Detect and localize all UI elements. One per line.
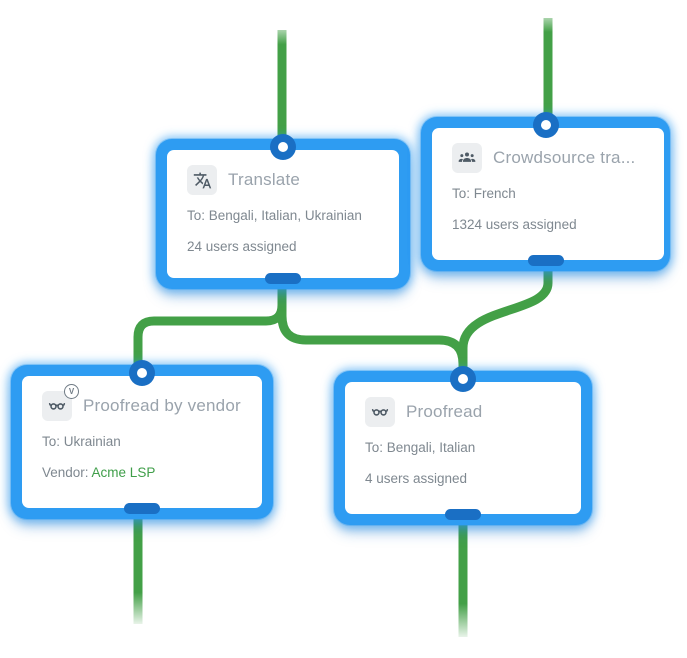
node-title: Translate: [228, 170, 301, 189]
node-users-assigned: 1324 users assigned: [452, 217, 577, 232]
node-card: Crowdsource tra... To: French 1324 users…: [432, 128, 664, 260]
output-port[interactable]: [527, 255, 564, 266]
glasses-vendor-icon: V: [42, 384, 79, 421]
node-title: Proofread by vendor: [83, 396, 241, 415]
node-title: Proofread: [406, 402, 483, 421]
node-card: Translate To: Bengali, Italian, Ukrainia…: [167, 150, 399, 278]
crowd-icon: [452, 143, 482, 173]
node-target-languages: To: Bengali, Italian: [365, 440, 476, 455]
input-port[interactable]: [450, 366, 476, 392]
input-port[interactable]: [270, 134, 296, 160]
input-port[interactable]: [532, 112, 559, 138]
vendor-badge: V: [64, 384, 79, 399]
output-port[interactable]: [265, 273, 301, 284]
input-port[interactable]: [129, 360, 155, 386]
output-port[interactable]: [124, 503, 160, 514]
translate-icon: [187, 165, 217, 195]
workflow-node-crowdsource[interactable]: Crowdsource tra... To: French 1324 users…: [421, 112, 670, 271]
node-vendor-row: Vendor: Acme LSP: [42, 465, 244, 480]
node-users-assigned: 4 users assigned: [365, 471, 468, 486]
node-target-languages: To: Ukrainian: [42, 434, 121, 449]
workflow-node-proofread[interactable]: Proofread To: Bengali, Italian 4 users a…: [334, 366, 592, 525]
connector-crowdsource-to-proofread: [458, 256, 553, 386]
glasses-icon: [365, 397, 395, 427]
node-target-languages: To: Bengali, Italian, Ukrainian: [187, 208, 362, 223]
node-users-assigned: 24 users assigned: [187, 239, 297, 254]
vendor-link[interactable]: Acme LSP: [91, 465, 156, 480]
output-port[interactable]: [445, 509, 481, 520]
vendor-label: Vendor:: [42, 465, 92, 480]
node-card: Proofread To: Bengali, Italian 4 users a…: [345, 382, 581, 514]
workflow-node-translate[interactable]: Translate To: Bengali, Italian, Ukrainia…: [156, 134, 410, 289]
workflow-node-proofread-vendor[interactable]: V Proofread by vendor To: Ukrainian Vend…: [11, 360, 273, 519]
node-card: V Proofread by vendor To: Ukrainian Vend…: [22, 376, 262, 508]
node-title: Crowdsource tra...: [493, 148, 636, 167]
node-target-languages: To: French: [452, 186, 516, 201]
connector-translate-to-proofread: [277, 276, 468, 386]
